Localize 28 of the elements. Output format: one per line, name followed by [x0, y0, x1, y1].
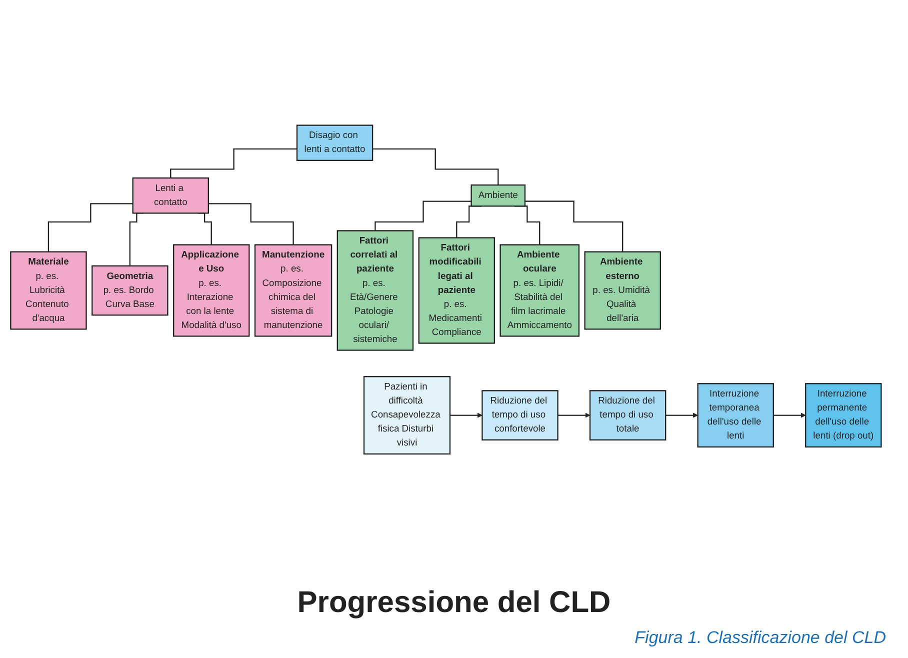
- connector: [524, 200, 624, 252]
- section-heading: Progressione del CLD: [297, 586, 611, 620]
- arrow: [666, 412, 698, 418]
- node-box: Manutenzione p. es. Composizione chimica del sistema di manutenzione: [254, 244, 332, 337]
- node-box: Fattori correlati al paziente p. es. Età/Genere Patologie oculari/ sistemiche: [336, 230, 414, 351]
- node-box: Applicazione e Uso p. es. Interazione con la lente Modalità d'uso: [172, 244, 250, 337]
- node-box: Fattori modificabili legati al paziente p. es. Medicamenti Compliance: [418, 237, 496, 344]
- node-box: Riduzione del tempo di uso confortevole: [482, 390, 558, 440]
- connector: [170, 148, 297, 179]
- connector: [48, 203, 133, 252]
- arrow: [773, 412, 806, 418]
- node-box: Materiale p. es. Lubricità Contenuto d'acqua: [10, 251, 87, 330]
- node-box: Ambiente esterno p. es. Umidità Qualità dell'aria: [584, 251, 661, 330]
- node-box: Interruzione temporanea dell'uso delle lenti: [697, 383, 774, 448]
- node-box: Lenti a contatto: [132, 177, 210, 214]
- arrow: [558, 412, 590, 418]
- node-box: Riduzione del tempo di uso totale: [589, 390, 666, 440]
- node-box: Ambiente: [470, 184, 526, 207]
- connector: [374, 200, 472, 232]
- connector: [372, 148, 499, 186]
- node-box: Disagio con lenti a contatto: [296, 124, 374, 161]
- arrow: [450, 412, 482, 418]
- node-box: Ambiente oculare p. es. Lipidi/ Stabilità del film lacrimale Ammiccamento: [500, 244, 580, 337]
- figure-caption: Figura 1. Classificazione del CLD: [634, 628, 886, 648]
- connector: [208, 203, 294, 246]
- node-box: Geometria p. es. Bordo Curva Base: [92, 265, 168, 316]
- node-box: Interruzione permanente dell'uso delle lenti (drop out): [805, 383, 882, 448]
- node-box: Pazienti in difficoltà Consapevolezza fisica Disturbi visivi: [363, 376, 451, 455]
